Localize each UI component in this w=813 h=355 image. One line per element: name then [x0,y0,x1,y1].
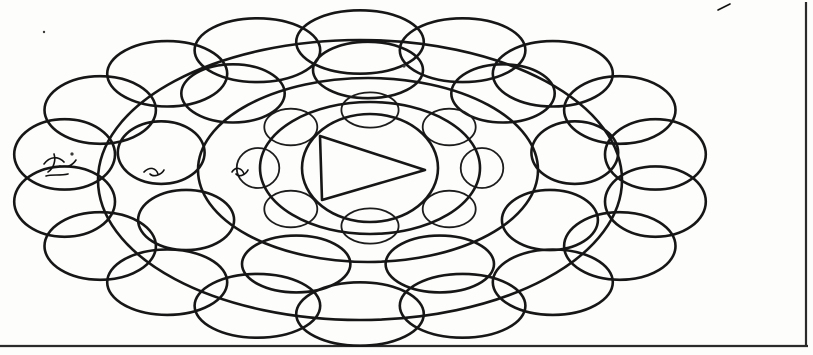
left-middle-glyph [144,168,164,175]
middle-petal-8 [118,121,205,184]
inner-petal-7 [237,148,280,188]
outer-ring-ellipse [98,40,622,320]
ink-speck-top-center [402,64,405,67]
left-inner-glyph [232,168,248,175]
outer-petal-12 [107,250,227,315]
left-outer-glyph [44,152,76,176]
middle-petal-7 [138,190,234,250]
outer-petal-8 [493,250,613,315]
outer-petal-3 [493,41,613,106]
outer-petal-16 [44,76,155,144]
inner-petal-5 [341,208,398,243]
inner-petal-3 [461,148,504,188]
outer-petal-17 [107,41,227,106]
ink-speck-top-left [43,31,45,33]
middle-petal-6 [242,236,350,293]
inner-ring-ellipse [260,102,480,234]
middle-petal-5 [386,236,494,293]
outer-petal-15 [14,119,115,189]
outer-petal-4 [564,76,675,144]
center-triangle [320,136,425,200]
ink-speck-top-right [718,4,730,10]
outer-petal-5 [605,119,706,189]
outer-petal-7 [564,212,675,280]
